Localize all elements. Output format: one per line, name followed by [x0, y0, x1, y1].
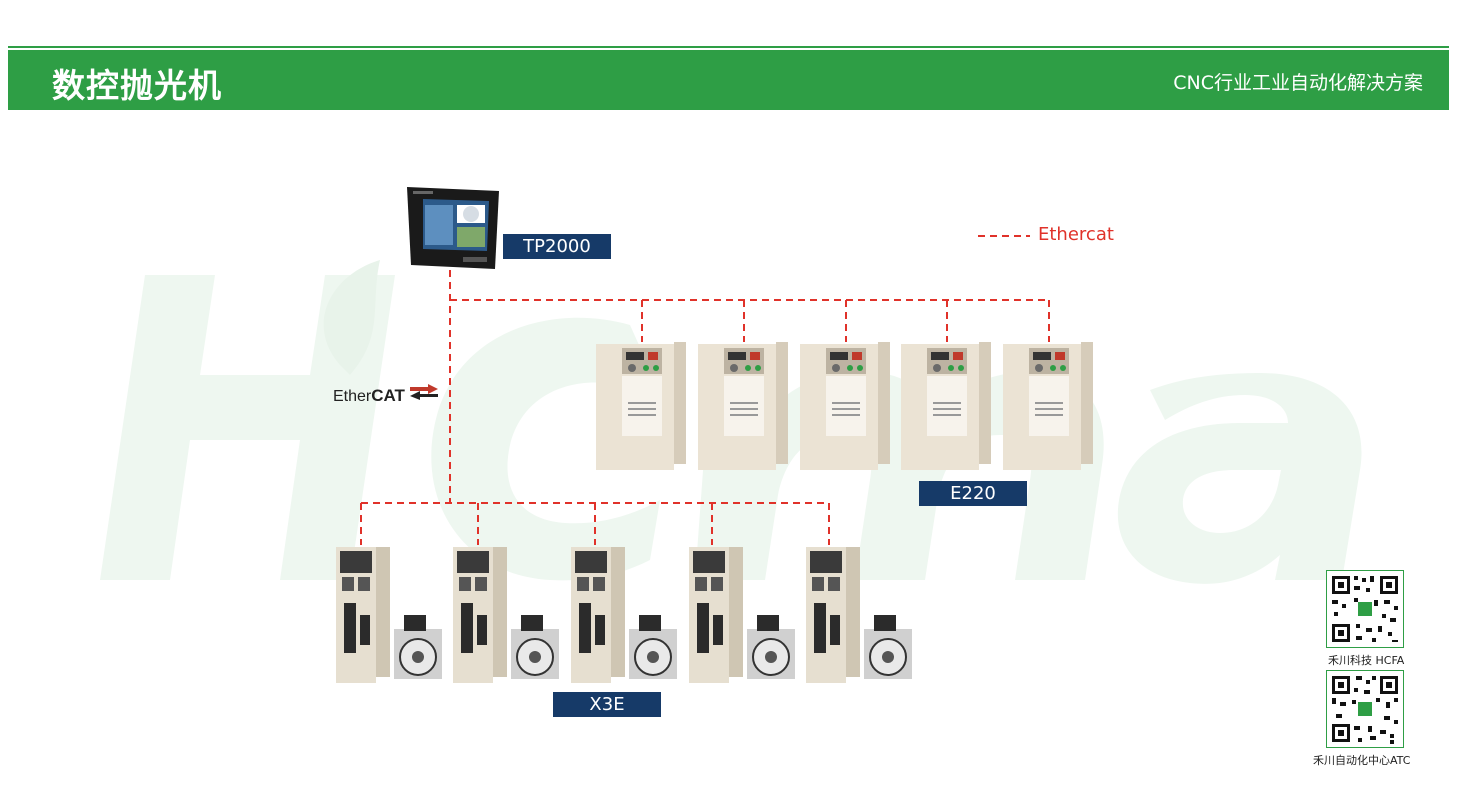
e220-drive-5	[1003, 342, 1093, 470]
header-bar: 数控抛光机 CNC行业工业自动化解决方案	[8, 50, 1449, 110]
e220-drive-4	[901, 342, 991, 470]
ethercat-logo-suffix: CAT	[371, 386, 405, 405]
e220-label: E220	[919, 481, 1027, 506]
page-subtitle: CNC行业工业自动化解决方案	[1173, 72, 1423, 94]
hmi-touch-panel	[407, 187, 499, 269]
brand-watermark-logo	[100, 260, 1362, 584]
x3e-servo-2	[453, 547, 559, 683]
header-top-rule	[8, 46, 1449, 48]
x3e-servo-3	[571, 547, 677, 683]
ethercat-logo-prefix: Ether	[333, 388, 372, 405]
x3e-servo-5	[806, 547, 912, 683]
qr-code-atc	[1326, 670, 1404, 748]
page-title: 数控抛光机	[52, 66, 222, 105]
ethercat-arrows-icon	[410, 384, 438, 400]
qr-caption-hcfa: 禾川科技 HCFA	[1328, 654, 1405, 667]
x3e-label: X3E	[553, 692, 661, 717]
e220-drive-2	[698, 342, 788, 470]
hmi-label: TP2000	[503, 234, 611, 259]
ethercat-logo: EtherCAT	[333, 386, 405, 406]
qr-code-hcfa	[1326, 570, 1404, 648]
qr-caption-atc: 禾川自动化中心ATC	[1313, 754, 1411, 767]
x3e-servo-4	[689, 547, 795, 683]
legend-label: Ethercat	[1038, 224, 1114, 245]
e220-drive-1	[596, 342, 686, 470]
e220-drive-3	[800, 342, 890, 470]
x3e-servo-1	[336, 547, 442, 683]
